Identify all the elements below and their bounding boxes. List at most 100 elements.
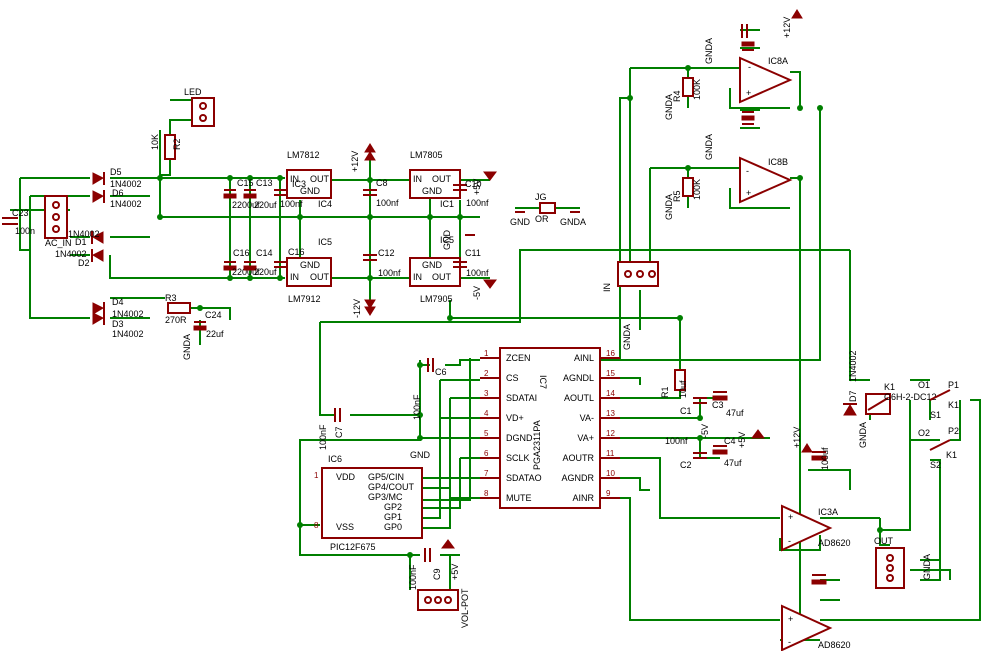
ic1-in: IN bbox=[413, 174, 422, 184]
wires bbox=[10, 29, 981, 641]
c14-label: C14 bbox=[256, 248, 273, 258]
r5-value: 100K bbox=[692, 179, 702, 200]
gnd-reg-label: GND bbox=[442, 230, 452, 251]
c11-label: C11 bbox=[465, 248, 481, 258]
rail-m12-label: -12V bbox=[352, 299, 362, 318]
pga-left-pin-num: 5 bbox=[484, 429, 489, 438]
d1-part: 1N4002 bbox=[68, 229, 100, 239]
r3-value: 270R bbox=[165, 315, 187, 325]
d5-label: D5 bbox=[110, 167, 122, 177]
diode-d1: 1N4002 D1 bbox=[68, 229, 104, 247]
led-connector: LED bbox=[184, 87, 215, 127]
c12-label: C12 bbox=[378, 248, 395, 258]
pga-left-pin-num: 6 bbox=[484, 449, 489, 458]
capacitor-c12: C12 100nf bbox=[363, 248, 401, 278]
c9-p5: +5V bbox=[450, 564, 460, 580]
opamp-decoupling: 100uf bbox=[741, 24, 830, 585]
c16b-label: C16 bbox=[288, 247, 305, 257]
capacitor-c1: C1 100nf bbox=[665, 397, 707, 446]
c9-value: 100nF bbox=[408, 564, 418, 590]
c4-label: C4 bbox=[724, 436, 736, 446]
pga-left-pin-name: SCLK bbox=[506, 453, 530, 463]
relay-k1: K1 G6H-2-DC12 O1 P1 S1 K1 O2 P2 S2 K1 bbox=[865, 380, 959, 470]
c24-gnda: GNDA bbox=[182, 334, 192, 360]
opamp-p12: +12V bbox=[782, 17, 792, 38]
capacitor-c15: C15 2200uf bbox=[223, 178, 260, 210]
relay-s1: S1 bbox=[930, 410, 941, 420]
d1-label: D1 bbox=[75, 237, 87, 247]
ic4-part: LM7912 bbox=[288, 294, 321, 304]
pga-right-pin-name: AINR bbox=[572, 493, 594, 503]
relay-k1-label: K1 bbox=[884, 382, 895, 392]
ic3-part: LM7812 bbox=[287, 150, 320, 160]
opamp-ic8b: - + IC8B bbox=[739, 156, 793, 204]
pga-left-pin-name: SDATAO bbox=[506, 473, 542, 483]
ic5-gnd: GND bbox=[422, 260, 443, 270]
pga-part: PGA2311PA bbox=[532, 420, 542, 470]
relay-s2: S2 bbox=[930, 460, 941, 470]
pga-m5: -5V bbox=[700, 424, 710, 438]
pga-left-pin-num: 7 bbox=[484, 469, 489, 478]
rail-plus12-opamps: +12V +12V bbox=[782, 9, 813, 453]
c1-label: C1 bbox=[680, 406, 692, 416]
mcu-gp5: GP5/CIN bbox=[368, 472, 404, 482]
r1-label: R1 bbox=[660, 386, 670, 398]
ic8b-plus: + bbox=[746, 188, 751, 198]
capacitor-c11: C11 100nf bbox=[453, 248, 489, 278]
r5-gnda: GNDA bbox=[664, 194, 674, 220]
pga-left-pin-name: VD+ bbox=[506, 413, 524, 423]
relay-p2: P2 bbox=[948, 426, 959, 436]
capacitor-c23: C23 100n bbox=[2, 208, 35, 236]
diode-d4: D4 1N4002 bbox=[92, 297, 144, 319]
c15-value: 2200uf bbox=[232, 200, 260, 210]
pga-right-pin-name: AINL bbox=[574, 353, 594, 363]
pga-right-pin-num: 11 bbox=[606, 449, 615, 458]
capacitor-c13: C13 220uf bbox=[243, 178, 277, 210]
relay-p1: P1 bbox=[948, 380, 959, 390]
resistor-r2: R2 10K bbox=[150, 134, 182, 160]
led-label: LED bbox=[184, 87, 202, 97]
c16-value: 2200uf bbox=[232, 267, 260, 277]
d3-part: 1N4002 bbox=[112, 329, 144, 339]
pga-left-pin-name: SDATAI bbox=[506, 393, 537, 403]
relay-o2: O2 bbox=[918, 428, 930, 438]
c1-value: 100nf bbox=[665, 436, 688, 446]
pga-left-pin-num: 1 bbox=[484, 349, 489, 358]
ic3b-part: AD8620 bbox=[818, 640, 851, 650]
out-gnda: GNDA bbox=[922, 554, 932, 580]
ic3a-part: AD8620 bbox=[818, 538, 851, 548]
relay-k1-contact2: K1 bbox=[946, 450, 957, 460]
out-label: OUT bbox=[874, 536, 894, 546]
ic1-gnd: GND bbox=[422, 186, 443, 196]
relay-part: G6H-2-DC12 bbox=[884, 392, 937, 402]
mcu-part: PIC12F675 bbox=[330, 542, 376, 552]
ic4-in: IN bbox=[290, 272, 299, 282]
capacitor-c8: C8 100nf bbox=[363, 178, 399, 208]
c4-value: 47uf bbox=[724, 458, 742, 468]
pga-right-pin-num: 10 bbox=[606, 469, 615, 478]
ic1-out: OUT bbox=[432, 174, 452, 184]
c7-value: 100nF bbox=[318, 424, 328, 450]
c3-value: 47uf bbox=[726, 408, 744, 418]
diode-d5: D5 1N4002 bbox=[92, 167, 142, 189]
pga-p5-arrow bbox=[751, 429, 765, 439]
c9-label: C9 bbox=[432, 568, 442, 580]
pga-ref: IC7 bbox=[538, 375, 548, 389]
rail-plus5: +5V bbox=[472, 171, 497, 195]
pga-right-pin-num: 16 bbox=[606, 349, 615, 358]
mcu-vdd: VDD bbox=[336, 472, 356, 482]
pga-right-pins: 16AINL15AGNDL14AOUTL13VA-12VA+11AOUTR10A… bbox=[561, 349, 620, 503]
c8-value: 100nf bbox=[376, 198, 399, 208]
pga-right-pin-name: AGNDR bbox=[561, 473, 594, 483]
r5-label: R5 bbox=[672, 190, 682, 202]
in-label: IN bbox=[602, 283, 612, 292]
ic5-ref: IC5 bbox=[440, 235, 454, 245]
pga-right-pin-name: AOUTL bbox=[564, 393, 594, 403]
mcu-gp3: GP3/MC bbox=[368, 492, 403, 502]
mcu-vss: VSS bbox=[336, 522, 354, 532]
c13-value: 220uf bbox=[254, 200, 277, 210]
c10-label: C10 bbox=[465, 179, 482, 189]
ic8a-plus: + bbox=[746, 88, 751, 98]
